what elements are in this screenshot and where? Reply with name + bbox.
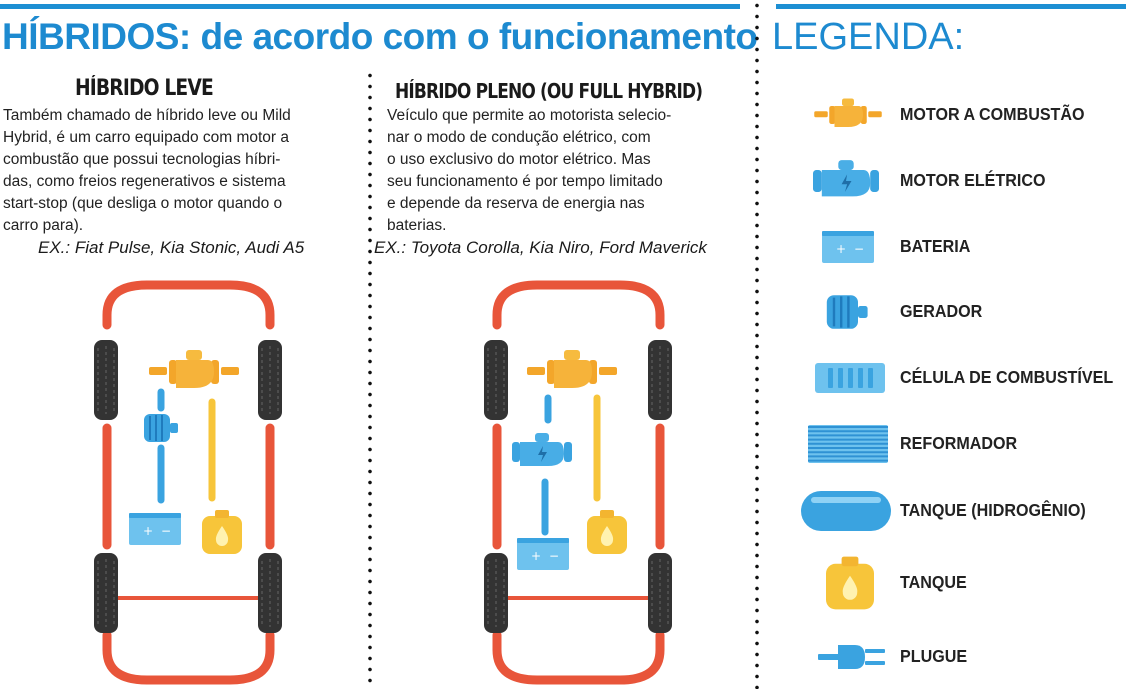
chassis <box>484 280 672 685</box>
legend-label: TANQUE <box>900 572 967 592</box>
svg-text:−: − <box>549 549 559 563</box>
mild-hybrid-heading: HÍBRIDO LEVE <box>75 76 214 101</box>
electric-motor-icon <box>512 433 572 466</box>
svg-text:−: − <box>854 242 864 256</box>
title-bar <box>0 4 740 9</box>
svg-text:+: + <box>531 549 541 563</box>
legend-bar <box>776 4 1126 9</box>
legend-label: PLUGUE <box>900 646 968 666</box>
legend-label: MOTOR ELÉTRICO <box>900 170 1046 190</box>
legend-label: MOTOR A COMBUSTÃO <box>900 104 1085 124</box>
fuel-tank-icon <box>202 510 242 554</box>
wheel <box>648 553 672 633</box>
combustion-engine-icon <box>814 98 882 127</box>
generator-icon <box>826 295 868 329</box>
battery-icon: +− <box>517 538 569 570</box>
wheel <box>94 340 118 420</box>
page-title: HÍBRIDOS: de acordo com o funcionamento <box>2 16 758 57</box>
battery-icon: +− <box>822 231 874 263</box>
legend-label: CÉLULA DE COMBUSTÍVEL <box>900 367 1114 387</box>
full-hybrid-diagram: +− <box>484 280 672 685</box>
generator-icon <box>144 414 178 442</box>
full-hybrid-heading: HÍBRIDO PLENO (OU FULL HYBRID) <box>395 79 703 103</box>
svg-text:+: + <box>143 524 153 538</box>
svg-text:−: − <box>161 524 171 538</box>
wheel <box>648 340 672 420</box>
combustion-engine-icon <box>527 350 617 388</box>
hydrogen-tank-icon <box>801 491 891 531</box>
wheel <box>258 553 282 633</box>
divider <box>755 0 759 689</box>
legend-label: REFORMADOR <box>900 433 1018 453</box>
wheel <box>258 340 282 420</box>
mild-hybrid-examples: EX.: Fiat Pulse, Kia Stonic, Audi A5 <box>38 238 305 257</box>
fuel-tank-icon <box>826 556 874 610</box>
legend-label: TANQUE (HIDROGÊNIO) <box>900 500 1086 520</box>
mild-hybrid-description: Também chamado de híbrido leve ou Mild H… <box>3 107 291 234</box>
chassis <box>94 280 282 685</box>
wheel <box>484 553 508 633</box>
legend-label: GERADOR <box>900 301 983 321</box>
full-hybrid-description: Veículo que permite ao motorista selecio… <box>387 107 672 234</box>
divider <box>368 70 372 689</box>
fuel-tank-icon <box>587 510 627 554</box>
electric-motor-icon <box>813 160 879 197</box>
plug-icon <box>818 645 885 669</box>
fuel-cell-icon <box>815 363 885 393</box>
full-hybrid-examples: EX.: Toyota Corolla, Kia Niro, Ford Mave… <box>374 238 707 257</box>
wheel <box>94 553 118 633</box>
battery-icon: +− <box>129 513 181 545</box>
wheel <box>484 340 508 420</box>
legend-label: BATERIA <box>900 236 971 256</box>
mild-hybrid-diagram: +− <box>94 280 282 685</box>
combustion-engine-icon <box>149 350 239 388</box>
svg-text:+: + <box>836 242 846 256</box>
reformer-icon <box>808 425 888 463</box>
legend-title: LEGENDA: <box>772 16 965 58</box>
